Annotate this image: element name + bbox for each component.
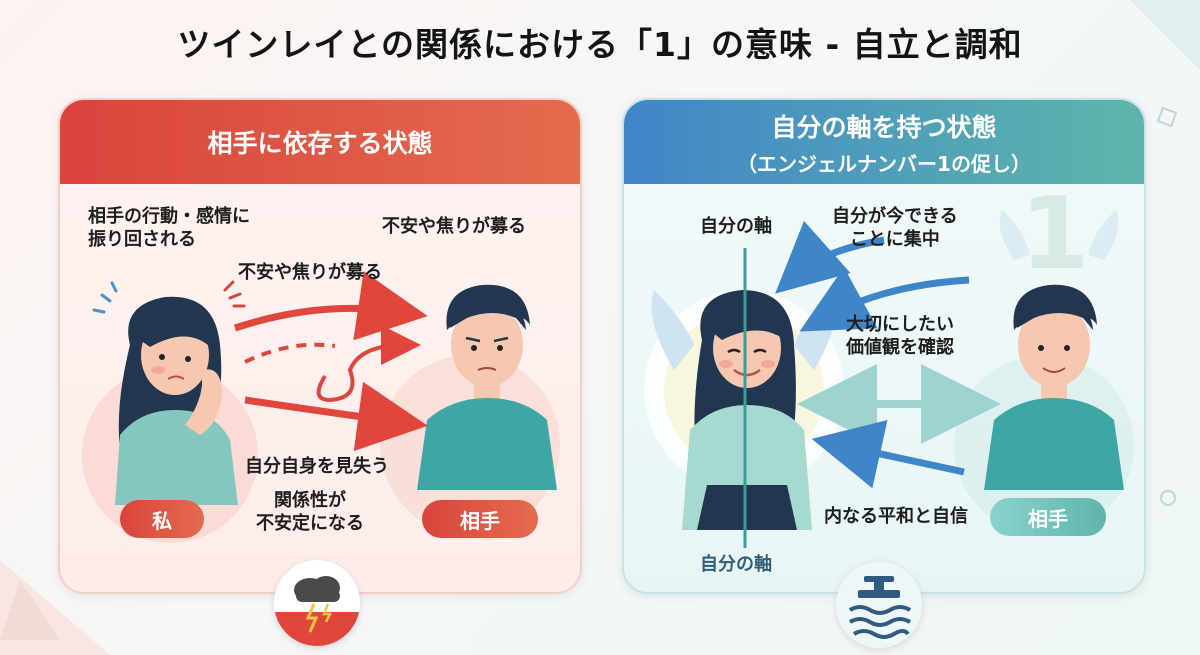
- own-axis-title: 自分の軸を持つ状態: [771, 112, 997, 142]
- dependency-arrows: [233, 271, 428, 452]
- page-title: ツインレイとの関係における「1」の意味 - 自立と調和: [177, 25, 1023, 64]
- own-axis-subtitle: （エンジェルナンバー1の促し）: [737, 151, 1031, 176]
- angel-number-one-icon: [999, 210, 1119, 260]
- stress-mark-icon: [223, 280, 246, 308]
- partner-man-illustration: [417, 284, 557, 490]
- worried-woman-illustration: [92, 281, 238, 505]
- focus-label: 自分が今できる ことに集中: [832, 206, 958, 250]
- lose-self-label: 自分自身を見失う: [245, 456, 389, 477]
- own-axis-line: [743, 248, 747, 548]
- unstable-relationship-label: 関係性が 不安定になる: [256, 490, 364, 534]
- anxiety-label-mid: 不安や焦りが募る: [238, 262, 382, 283]
- axis-label-top: 自分の軸: [700, 216, 772, 237]
- axis-label-bottom: 自分の軸: [700, 554, 772, 575]
- swayed-by-partner-label: 相手の行動・感情に 振り回される: [88, 206, 250, 250]
- inner-peace-label: 内なる平和と自信: [824, 506, 968, 527]
- storm-badge: [274, 560, 360, 646]
- harmony-arrows: [775, 220, 1001, 489]
- calm-badge: [836, 562, 922, 648]
- own-axis-panel: 自分の軸を持つ状態 （エンジェルナンバー1の促し） 1: [622, 98, 1146, 594]
- values-label: 大切にしたい 価値観を確認: [846, 314, 954, 358]
- self-pill: 私: [120, 500, 204, 538]
- confident-woman-illustration: [682, 290, 812, 530]
- dependent-state-panel: 相手に依存する状態: [58, 98, 582, 594]
- partner-pill-left: 相手: [422, 500, 538, 538]
- partner-pill-right: 相手: [990, 498, 1106, 536]
- own-axis-header: 自分の軸を持つ状態 （エンジェルナンバー1の促し）: [624, 100, 1144, 184]
- angel-number-numeral: 1: [1020, 175, 1090, 292]
- dependent-state-title: 相手に依存する状態: [207, 129, 433, 158]
- calm-partner-man-illustration: [984, 284, 1124, 490]
- storm-cloud-icon: [274, 576, 360, 646]
- anxiety-label-top: 不安や焦りが募る: [382, 216, 526, 237]
- calm-water-icon: [836, 562, 922, 648]
- dependent-state-header: 相手に依存する状態: [60, 100, 580, 184]
